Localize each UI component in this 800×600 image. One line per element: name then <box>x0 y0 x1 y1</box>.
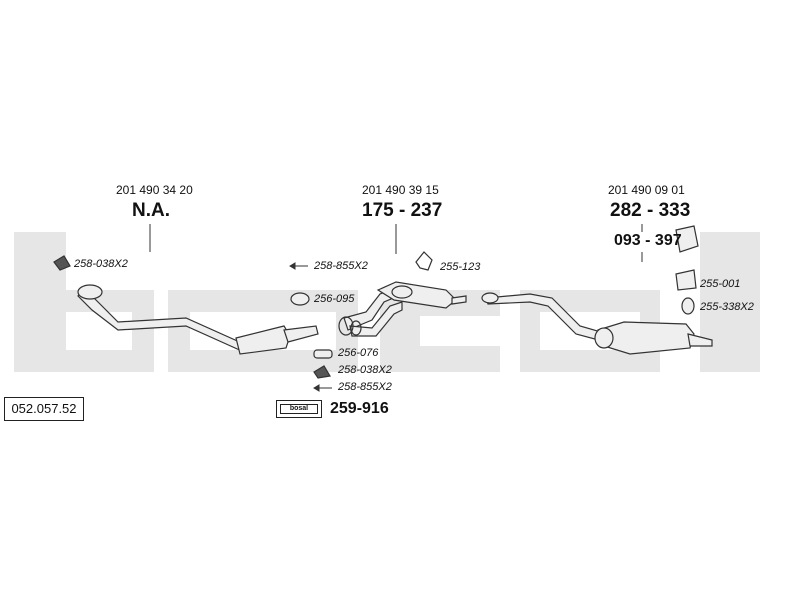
mount-255-001-icon <box>675 269 697 291</box>
part-label-255-338: 255-338X2 <box>700 301 754 313</box>
rear-clamp <box>481 292 499 304</box>
oe-number-2: 201 490 39 15 <box>362 183 439 197</box>
kit-number: 259-916 <box>330 400 389 417</box>
part-label-256-076: 256-076 <box>338 347 379 359</box>
gasket-258-038-bottom-icon <box>313 365 331 379</box>
bosal-badge-text: bosal <box>280 404 318 414</box>
oe-number-3: 201 490 09 01 <box>608 183 685 197</box>
ring-256-076-icon <box>313 349 333 359</box>
oe-number-1: 201 490 34 20 <box>116 183 193 197</box>
hanger-093-397-icon <box>675 225 699 253</box>
front-flange <box>77 284 103 300</box>
part-label-258-855-bottom: 258-855X2 <box>338 381 392 393</box>
ring-256-095-icon <box>290 292 310 306</box>
bosal-number-3: 282 - 333 <box>610 200 691 221</box>
bosal-number-2: 175 - 237 <box>362 200 443 221</box>
part-label-258-855-top: 258-855X2 <box>314 260 368 272</box>
bosal-number-3-secondary: 093 - 397 <box>614 232 682 249</box>
centre-silencer <box>376 281 457 309</box>
bracket-255-123-icon <box>415 251 433 271</box>
part-label-255-001: 255-001 <box>700 278 741 290</box>
part-label-256-095: 256-095 <box>314 293 355 305</box>
gasket-258-038-top-icon <box>53 255 71 271</box>
part-label-258-038-bottom: 258-038X2 <box>338 364 392 376</box>
reference-number: 052.057.52 <box>4 397 84 421</box>
clip-255-338-icon <box>681 297 695 315</box>
part-label-258-038-top: 258-038X2 <box>74 258 128 270</box>
front-downpipe <box>77 287 245 353</box>
rear-pipe <box>485 293 609 343</box>
catalytic-converter <box>235 325 291 355</box>
bosal-number-1: N.A. <box>132 200 170 221</box>
part-label-255-123: 255-123 <box>440 261 481 273</box>
bosal-badge: bosal <box>276 400 322 418</box>
